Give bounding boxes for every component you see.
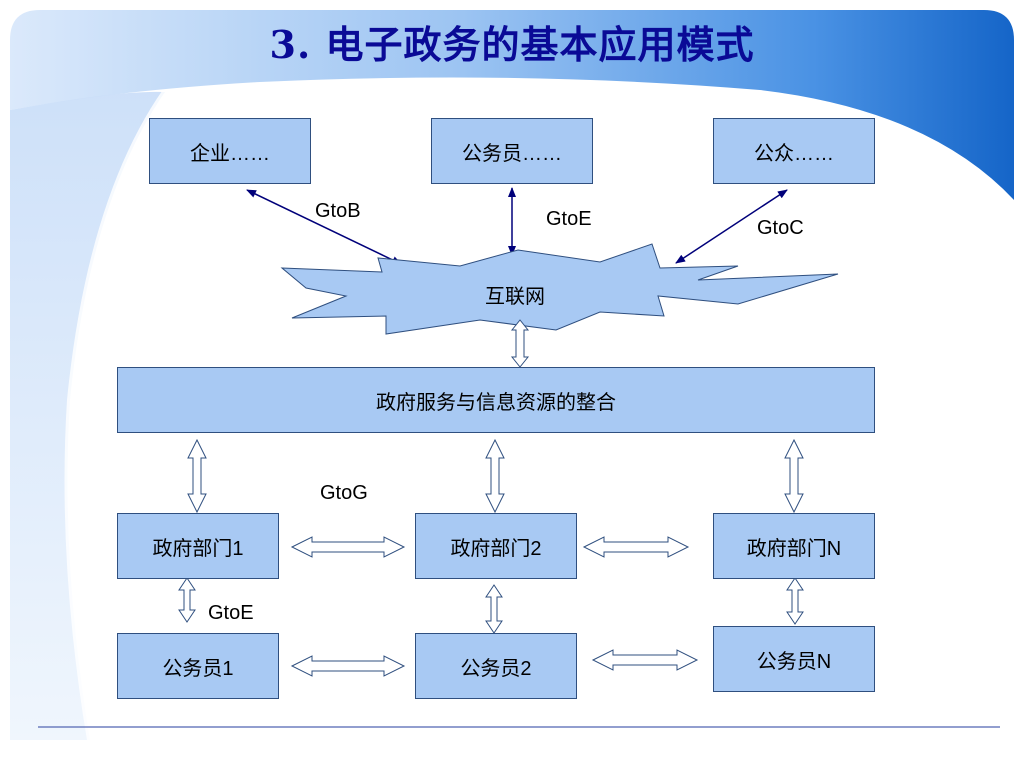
internet-cloud — [280, 243, 839, 335]
header-band — [10, 10, 1014, 200]
node-servant-2[interactable]: 公务员2 — [415, 633, 577, 699]
hollow-arrow-servant1-servant2 — [290, 655, 406, 677]
edge-label-gtoe-top: GtoE — [546, 208, 592, 230]
arrow-gtob — [246, 189, 402, 265]
hollow-arrow-dept2-deptn — [582, 536, 690, 558]
edge-label-gtoe-bottom: GtoE — [208, 602, 254, 624]
arrow-gtoc — [675, 189, 788, 264]
hollow-arrow-deptn-integration — [784, 438, 804, 514]
node-department-n[interactable]: 政府部门N — [713, 513, 875, 579]
node-enterprise[interactable]: 企业…… — [149, 118, 311, 184]
hollow-arrow-deptn-servantn — [786, 577, 804, 625]
node-public[interactable]: 公众…… — [713, 118, 875, 184]
edge-label-gtog: GtoG — [320, 482, 368, 504]
edge-label-gtoc: GtoC — [757, 217, 804, 239]
hollow-arrow-dept1-servant1 — [178, 577, 196, 623]
node-servant-1[interactable]: 公务员1 — [117, 633, 279, 699]
left-band — [10, 91, 165, 741]
slide-title: 3. 电子政务的基本应用模式 — [269, 22, 755, 67]
node-department-2[interactable]: 政府部门2 — [415, 513, 577, 579]
node-civil-servant[interactable]: 公务员…… — [431, 118, 593, 184]
hollow-arrow-dept1-dept2 — [290, 536, 406, 558]
edge-label-gtob: GtoB — [315, 200, 361, 222]
hollow-arrow-cloud-integration — [510, 319, 530, 368]
node-servant-n[interactable]: 公务员N — [713, 626, 875, 692]
node-integration[interactable]: 政府服务与信息资源的整合 — [117, 367, 875, 433]
node-department-1[interactable]: 政府部门1 — [117, 513, 279, 579]
hollow-arrow-dept2-servant2 — [485, 584, 503, 634]
hollow-arrow-dept2-integration — [485, 438, 505, 514]
hollow-arrow-servant2-servantn — [591, 649, 699, 671]
left-band-edge — [64, 90, 168, 741]
internet-label: 互联网 — [485, 286, 545, 308]
hollow-arrow-dept1-integration — [187, 438, 207, 514]
